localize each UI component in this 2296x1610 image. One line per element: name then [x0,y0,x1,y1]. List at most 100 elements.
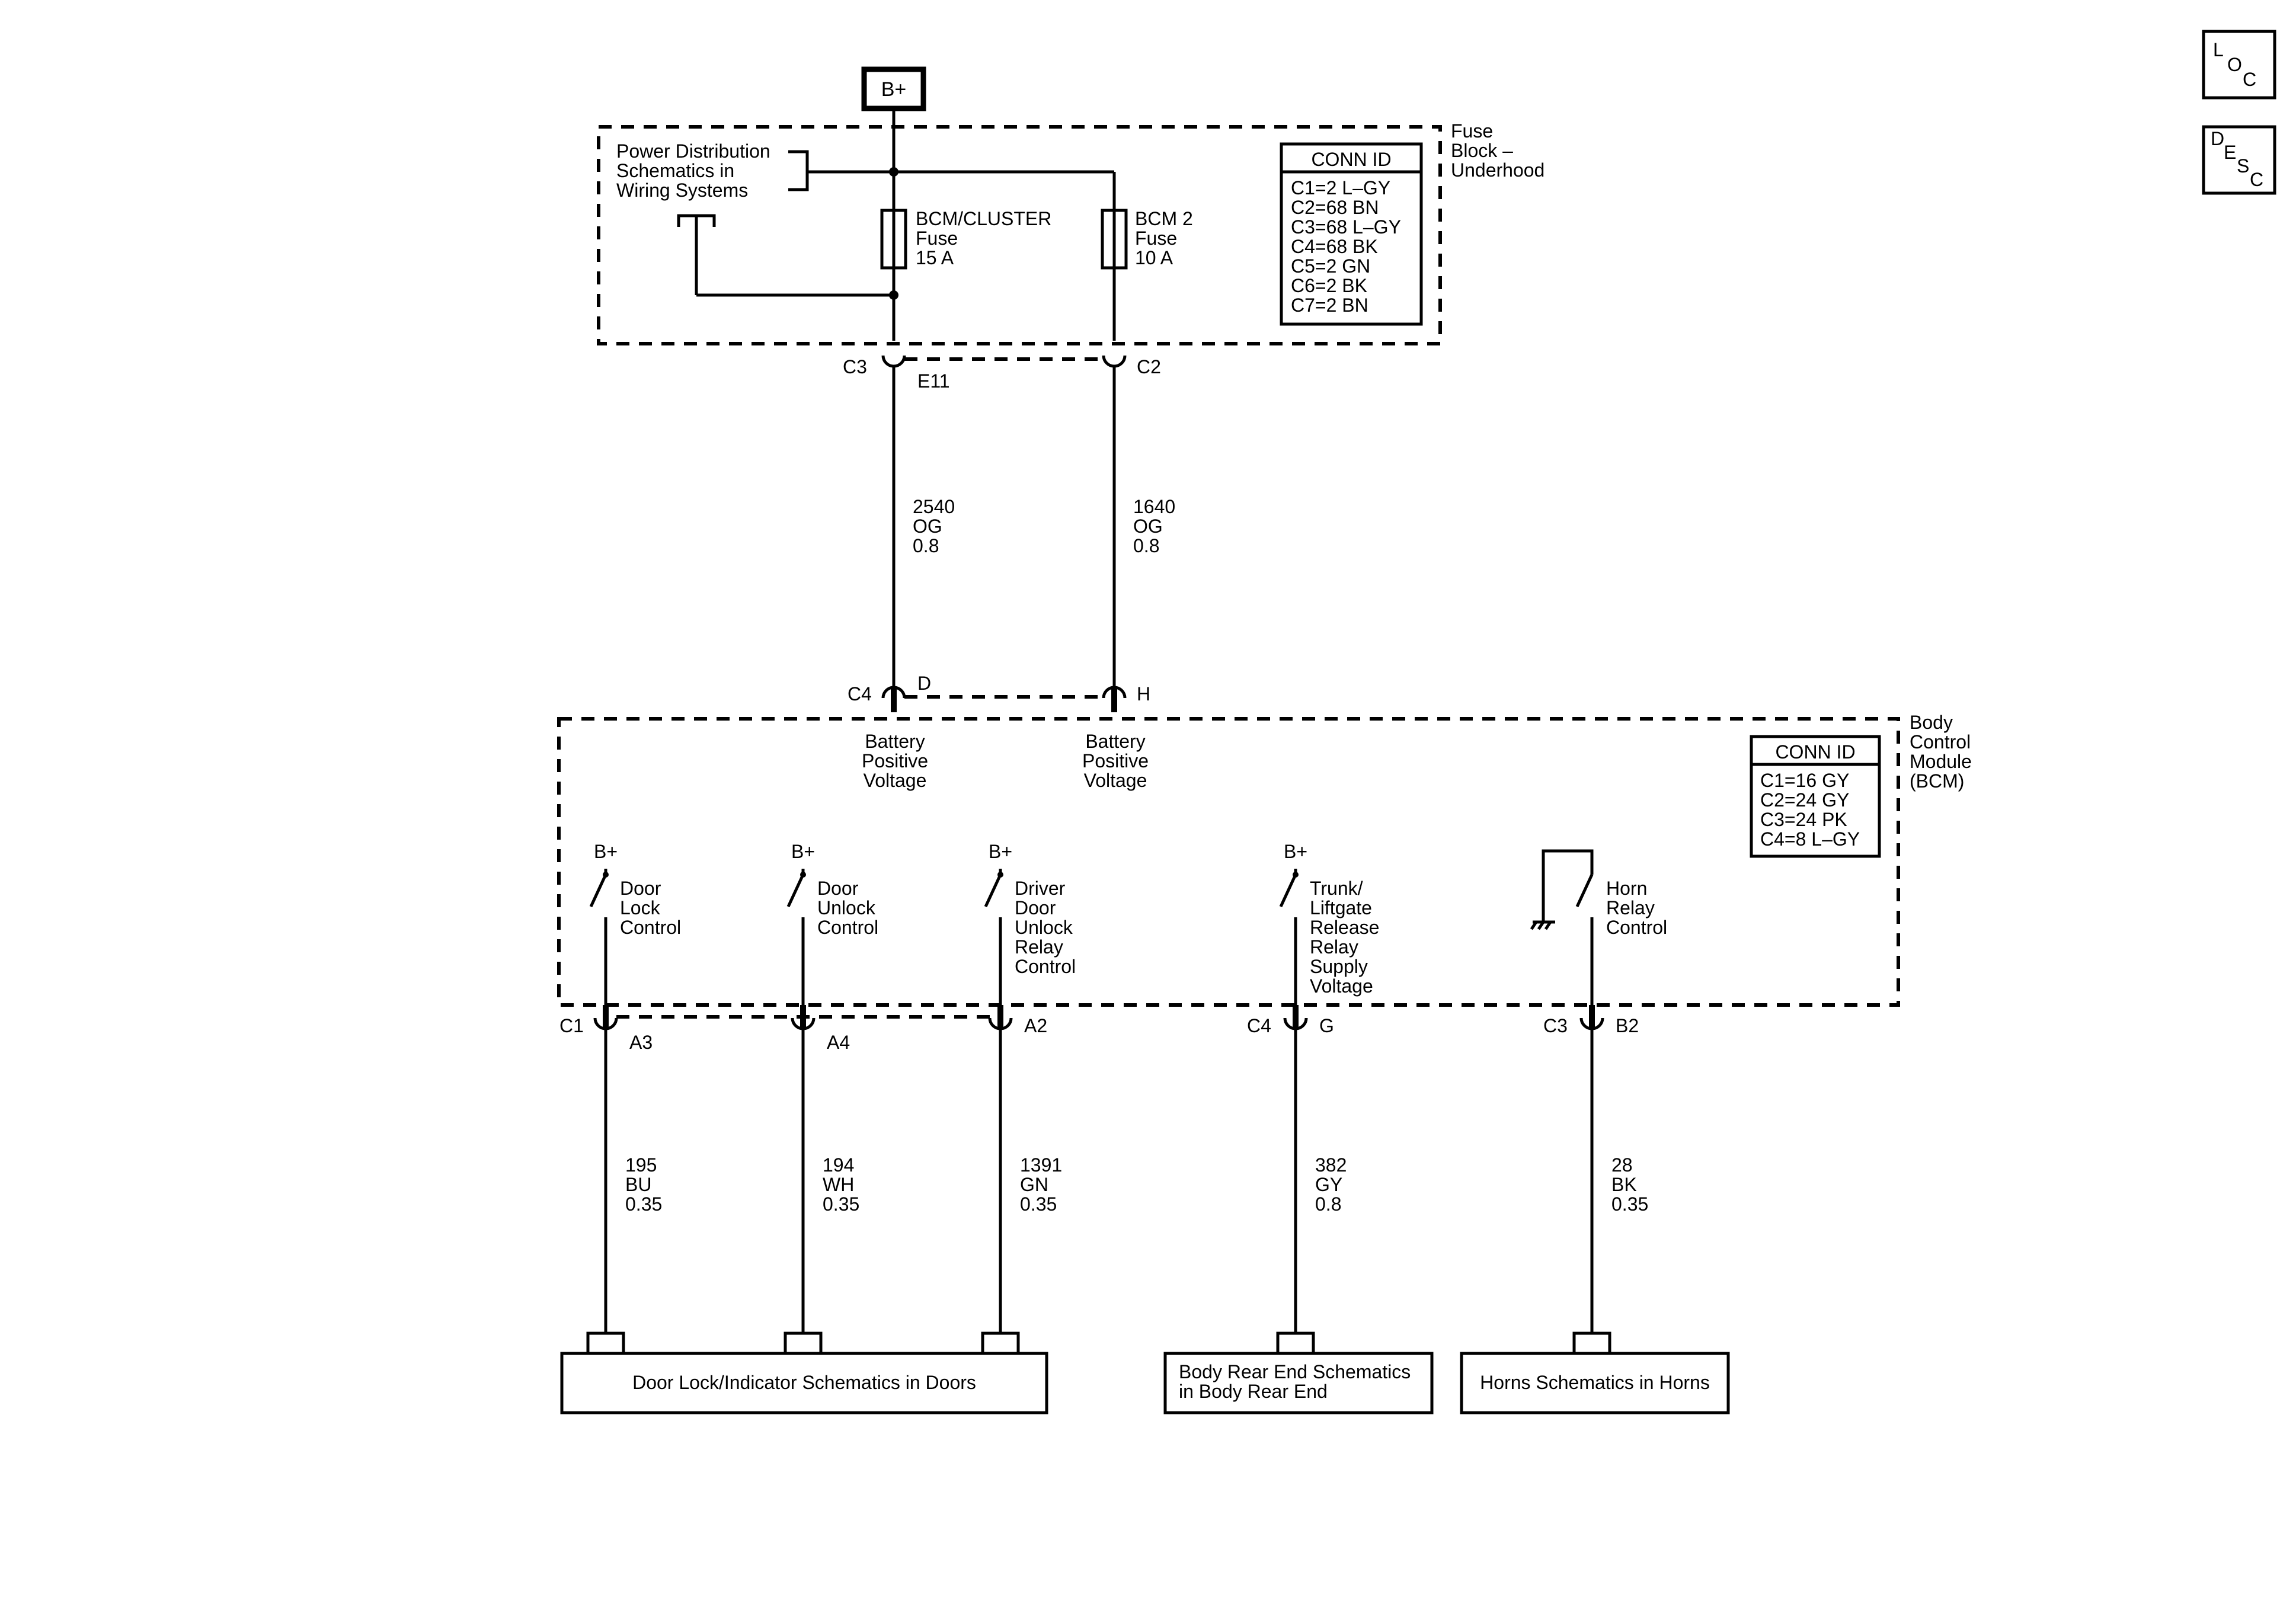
svg-text:Door: Door [1015,897,1056,918]
svg-text:B+: B+ [989,841,1012,862]
wire-label-2540: 2540 OG 0.8 [913,496,955,556]
wire-label-382: 382 GY 0.8 [1315,1154,1347,1215]
svg-text:194: 194 [823,1154,854,1176]
svg-text:0.35: 0.35 [1020,1193,1057,1215]
bcm-cluster-fuse: BCM/CLUSTER Fuse 15 A [880,208,1051,270]
svg-text:C4=8 L–GY: C4=8 L–GY [1760,828,1860,850]
svg-text:Door Lock/Indicator Schematics: Door Lock/Indicator Schematics in Doors [632,1372,976,1393]
fuse-block-conn-id-table: CONN ID C1=2 L–GY C2=68 BN C3=68 L–GY C4… [1280,142,1423,326]
svg-text:Door: Door [817,878,859,899]
svg-text:H: H [1137,683,1150,705]
svg-text:BU: BU [625,1174,651,1195]
fuse-block-name-line: Underhood [1451,159,1544,181]
svg-text:A3: A3 [629,1032,653,1053]
connector-a2: A2 [988,1005,1047,1036]
svg-text:G: G [1319,1015,1334,1036]
svg-text:Unlock: Unlock [817,897,876,918]
svg-text:C1: C1 [559,1015,584,1036]
driver-door-unlock-relay-switch: B+ Driver Door Unlock Relay Control [984,841,1076,1007]
connector-c3-b2: C3 B2 [1543,1005,1639,1036]
bcm-input-c4-d: C4 D Battery Positive Voltage [848,673,931,791]
svg-text:C1=2 L–GY: C1=2 L–GY [1291,177,1390,199]
wire-label-1391: 1391 GN 0.35 [1020,1154,1062,1215]
bcm-conn-id-table: CONN ID C1=16 GY C2=24 GY C3=24 PK C4=8 … [1750,735,1881,858]
svg-text:Wiring Systems: Wiring Systems [616,180,748,201]
svg-text:Fuse: Fuse [1135,228,1177,249]
splice-dot [889,167,898,177]
connector-c2: C2 [1102,355,1161,687]
svg-text:10 A: 10 A [1135,247,1173,268]
svg-text:C4=68 BK: C4=68 BK [1291,236,1378,257]
svg-text:C4: C4 [848,683,872,705]
body-rear-end-schematics-link[interactable]: Body Rear End Schematics in Body Rear En… [1163,1352,1434,1414]
loc-button[interactable]: L O C [2202,30,2276,100]
svg-text:CONN ID: CONN ID [1775,741,1855,763]
connector-c4-g: C4 G [1247,1005,1334,1036]
svg-text:Body Rear End Schematics: Body Rear End Schematics [1179,1361,1411,1382]
svg-text:0.35: 0.35 [823,1193,859,1215]
svg-text:OG: OG [1133,516,1163,537]
svg-text:28: 28 [1611,1154,1633,1176]
svg-text:Positive: Positive [862,750,928,772]
svg-text:Module: Module [1910,751,1972,772]
svg-text:Supply: Supply [1310,956,1368,977]
svg-text:Trunk/: Trunk/ [1310,878,1363,899]
svg-text:L: L [2213,39,2224,60]
fuse-block-underhood: Fuse Block – Underhood Power Distributio… [597,108,1544,345]
svg-text:Battery: Battery [865,731,925,752]
svg-text:1640: 1640 [1133,496,1175,517]
svg-text:E11: E11 [917,370,950,392]
svg-text:Power Distribution: Power Distribution [616,140,770,162]
svg-text:GY: GY [1315,1174,1342,1195]
svg-text:Door: Door [620,878,661,899]
svg-text:(BCM): (BCM) [1910,770,1964,792]
desc-button[interactable]: D E S C [2202,125,2276,195]
svg-text:195: 195 [625,1154,657,1176]
connector-c1-a3: C1 A3 [559,1005,653,1053]
svg-text:1391: 1391 [1020,1154,1062,1176]
svg-text:A4: A4 [827,1032,850,1053]
svg-text:Release: Release [1310,917,1379,938]
svg-text:Control: Control [817,917,878,938]
svg-text:Horns Schematics in Horns: Horns Schematics in Horns [1480,1372,1710,1393]
svg-text:C7=2 BN: C7=2 BN [1291,295,1368,316]
svg-text:D: D [2211,128,2224,149]
bcm-2-fuse: BCM 2 Fuse 10 A [1101,208,1193,270]
svg-text:S: S [2237,155,2249,177]
svg-text:Voltage: Voltage [864,770,927,791]
door-lock-control-switch: B+ Door Lock Control [589,841,681,1007]
wire-label-194: 194 WH 0.35 [823,1154,859,1215]
terminal-connectors [586,1331,1611,1353]
svg-text:Voltage: Voltage [1310,975,1373,997]
wire-label-1640: 1640 OG 0.8 [1133,496,1175,556]
svg-text:CONN ID: CONN ID [1311,149,1391,170]
power-distribution-reference[interactable]: Power Distribution Schematics in Wiring … [616,140,809,227]
svg-text:Liftgate: Liftgate [1310,897,1372,918]
svg-text:Schematics in: Schematics in [616,160,734,181]
svg-text:0.8: 0.8 [1315,1193,1341,1215]
svg-text:Body: Body [1910,712,1953,733]
svg-text:Battery: Battery [1085,731,1145,752]
svg-text:C2=24 GY: C2=24 GY [1760,789,1849,811]
trunk-liftgate-release-relay-switch: B+ Trunk/ Liftgate Release Relay Supply … [1279,841,1379,1007]
svg-text:0.8: 0.8 [1133,535,1159,556]
svg-text:Positive: Positive [1082,750,1149,772]
bcm-input-h: H Battery Positive Voltage [1082,683,1150,791]
svg-text:GN: GN [1020,1174,1048,1195]
wire-label-195: 195 BU 0.35 [625,1154,662,1215]
svg-text:C1=16 GY: C1=16 GY [1760,770,1849,791]
svg-text:15 A: 15 A [916,247,954,268]
svg-text:C6=2 BK: C6=2 BK [1291,275,1367,296]
svg-text:B+: B+ [791,841,815,862]
svg-text:Unlock: Unlock [1015,917,1073,938]
svg-text:OG: OG [913,516,942,537]
svg-text:Control: Control [1910,731,1971,753]
svg-text:C5=2 GN: C5=2 GN [1291,255,1370,277]
svg-text:C4: C4 [1247,1015,1271,1036]
horns-schematics-link[interactable]: Horns Schematics in Horns [1460,1352,1730,1414]
svg-text:C: C [2243,69,2256,90]
door-lock-indicator-schematics-link[interactable]: Door Lock/Indicator Schematics in Doors [560,1352,1048,1414]
svg-text:Control: Control [620,917,681,938]
svg-text:Relay: Relay [1310,936,1358,958]
